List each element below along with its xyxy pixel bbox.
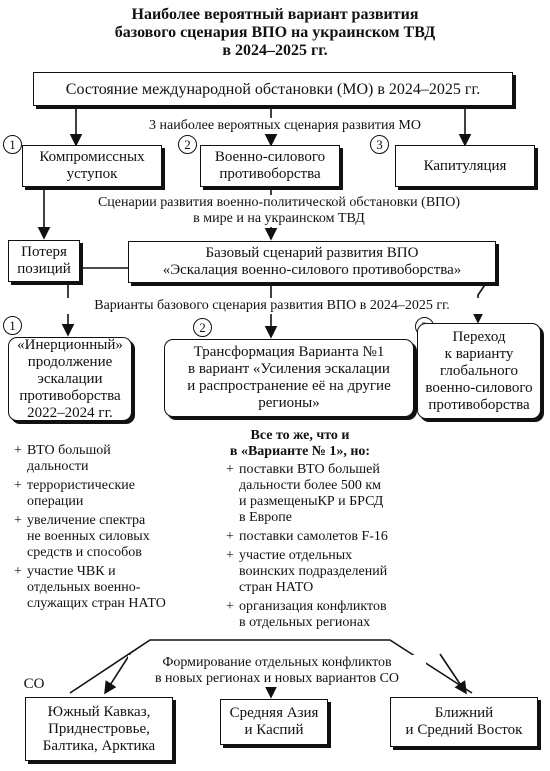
list-item: ВТО большой дальности — [14, 443, 199, 475]
bottom-label: Формирование отдельных конфликтов в новы… — [128, 655, 426, 687]
loss-box: Потеря позиций — [8, 240, 80, 282]
list-item: организация конфликтов в отдельных регио… — [226, 599, 426, 631]
mid-list: поставки ВТО большей дальности более 500… — [226, 462, 426, 634]
base-box: Базовый сценарий развития ВПО «Эскалация… — [128, 241, 496, 283]
list-item: участие отдельных воинских подразделений… — [226, 548, 426, 596]
list-item: увеличение спектра не военных силовых ср… — [14, 513, 199, 561]
page-title: Наиболее вероятный вариант развития базо… — [114, 6, 436, 59]
list-item: участие ЧВК и отдельных военно- служащих… — [14, 564, 199, 612]
arrow-to-region-3 — [439, 653, 467, 695]
top-box: Состояние международной обстановки (МО) … — [33, 72, 513, 106]
arrow-to-region-1 — [104, 653, 131, 695]
scenario-2-number: 2 — [178, 135, 197, 154]
variants-label: Варианты базового сценария развития ВПО … — [58, 298, 486, 314]
region-2-box: Средняя Азия и Каспий — [220, 699, 328, 745]
scenario-1-box: Компромиссных уступок — [22, 145, 162, 187]
scenario-2-box: Военно-силового противоборства — [200, 145, 340, 187]
variant-1-number: 1 — [3, 316, 22, 335]
region-3-box: Ближний и Средний Восток — [390, 697, 538, 747]
variant-2-box: Трансформация Варианта №1 в вариант «Уси… — [164, 339, 414, 417]
variant-3-box: Переход к варианту глобального военно-си… — [417, 323, 541, 419]
variant-2-number: 2 — [193, 318, 212, 337]
scenario-1-number: 1 — [3, 135, 22, 154]
co-label: СО — [20, 676, 48, 692]
list-item: террористические операции — [14, 478, 199, 510]
region-1-box: Южный Кавказ, Приднестровье, Балтика, Ар… — [25, 697, 173, 761]
list-item: поставки самолетов F-16 — [226, 529, 426, 545]
list-item: поставки ВТО большей дальности более 500… — [226, 462, 426, 526]
scenario-3-number: 3 — [370, 135, 389, 154]
mid-heading: Все то же, что и в «Варианте № 1», но: — [229, 428, 371, 459]
left-list: ВТО большой дальности террористические о… — [14, 443, 199, 615]
scenarios-label: 3 наиболее вероятных сценария развития М… — [118, 118, 452, 134]
fan-line — [69, 639, 473, 694]
variant-1-box: «Инерционный» продолжение эскалации прот… — [8, 337, 132, 421]
vpo-label: Сценарии развития военно-политической об… — [92, 195, 466, 227]
scenario-3-box: Капитуляция — [395, 145, 535, 187]
